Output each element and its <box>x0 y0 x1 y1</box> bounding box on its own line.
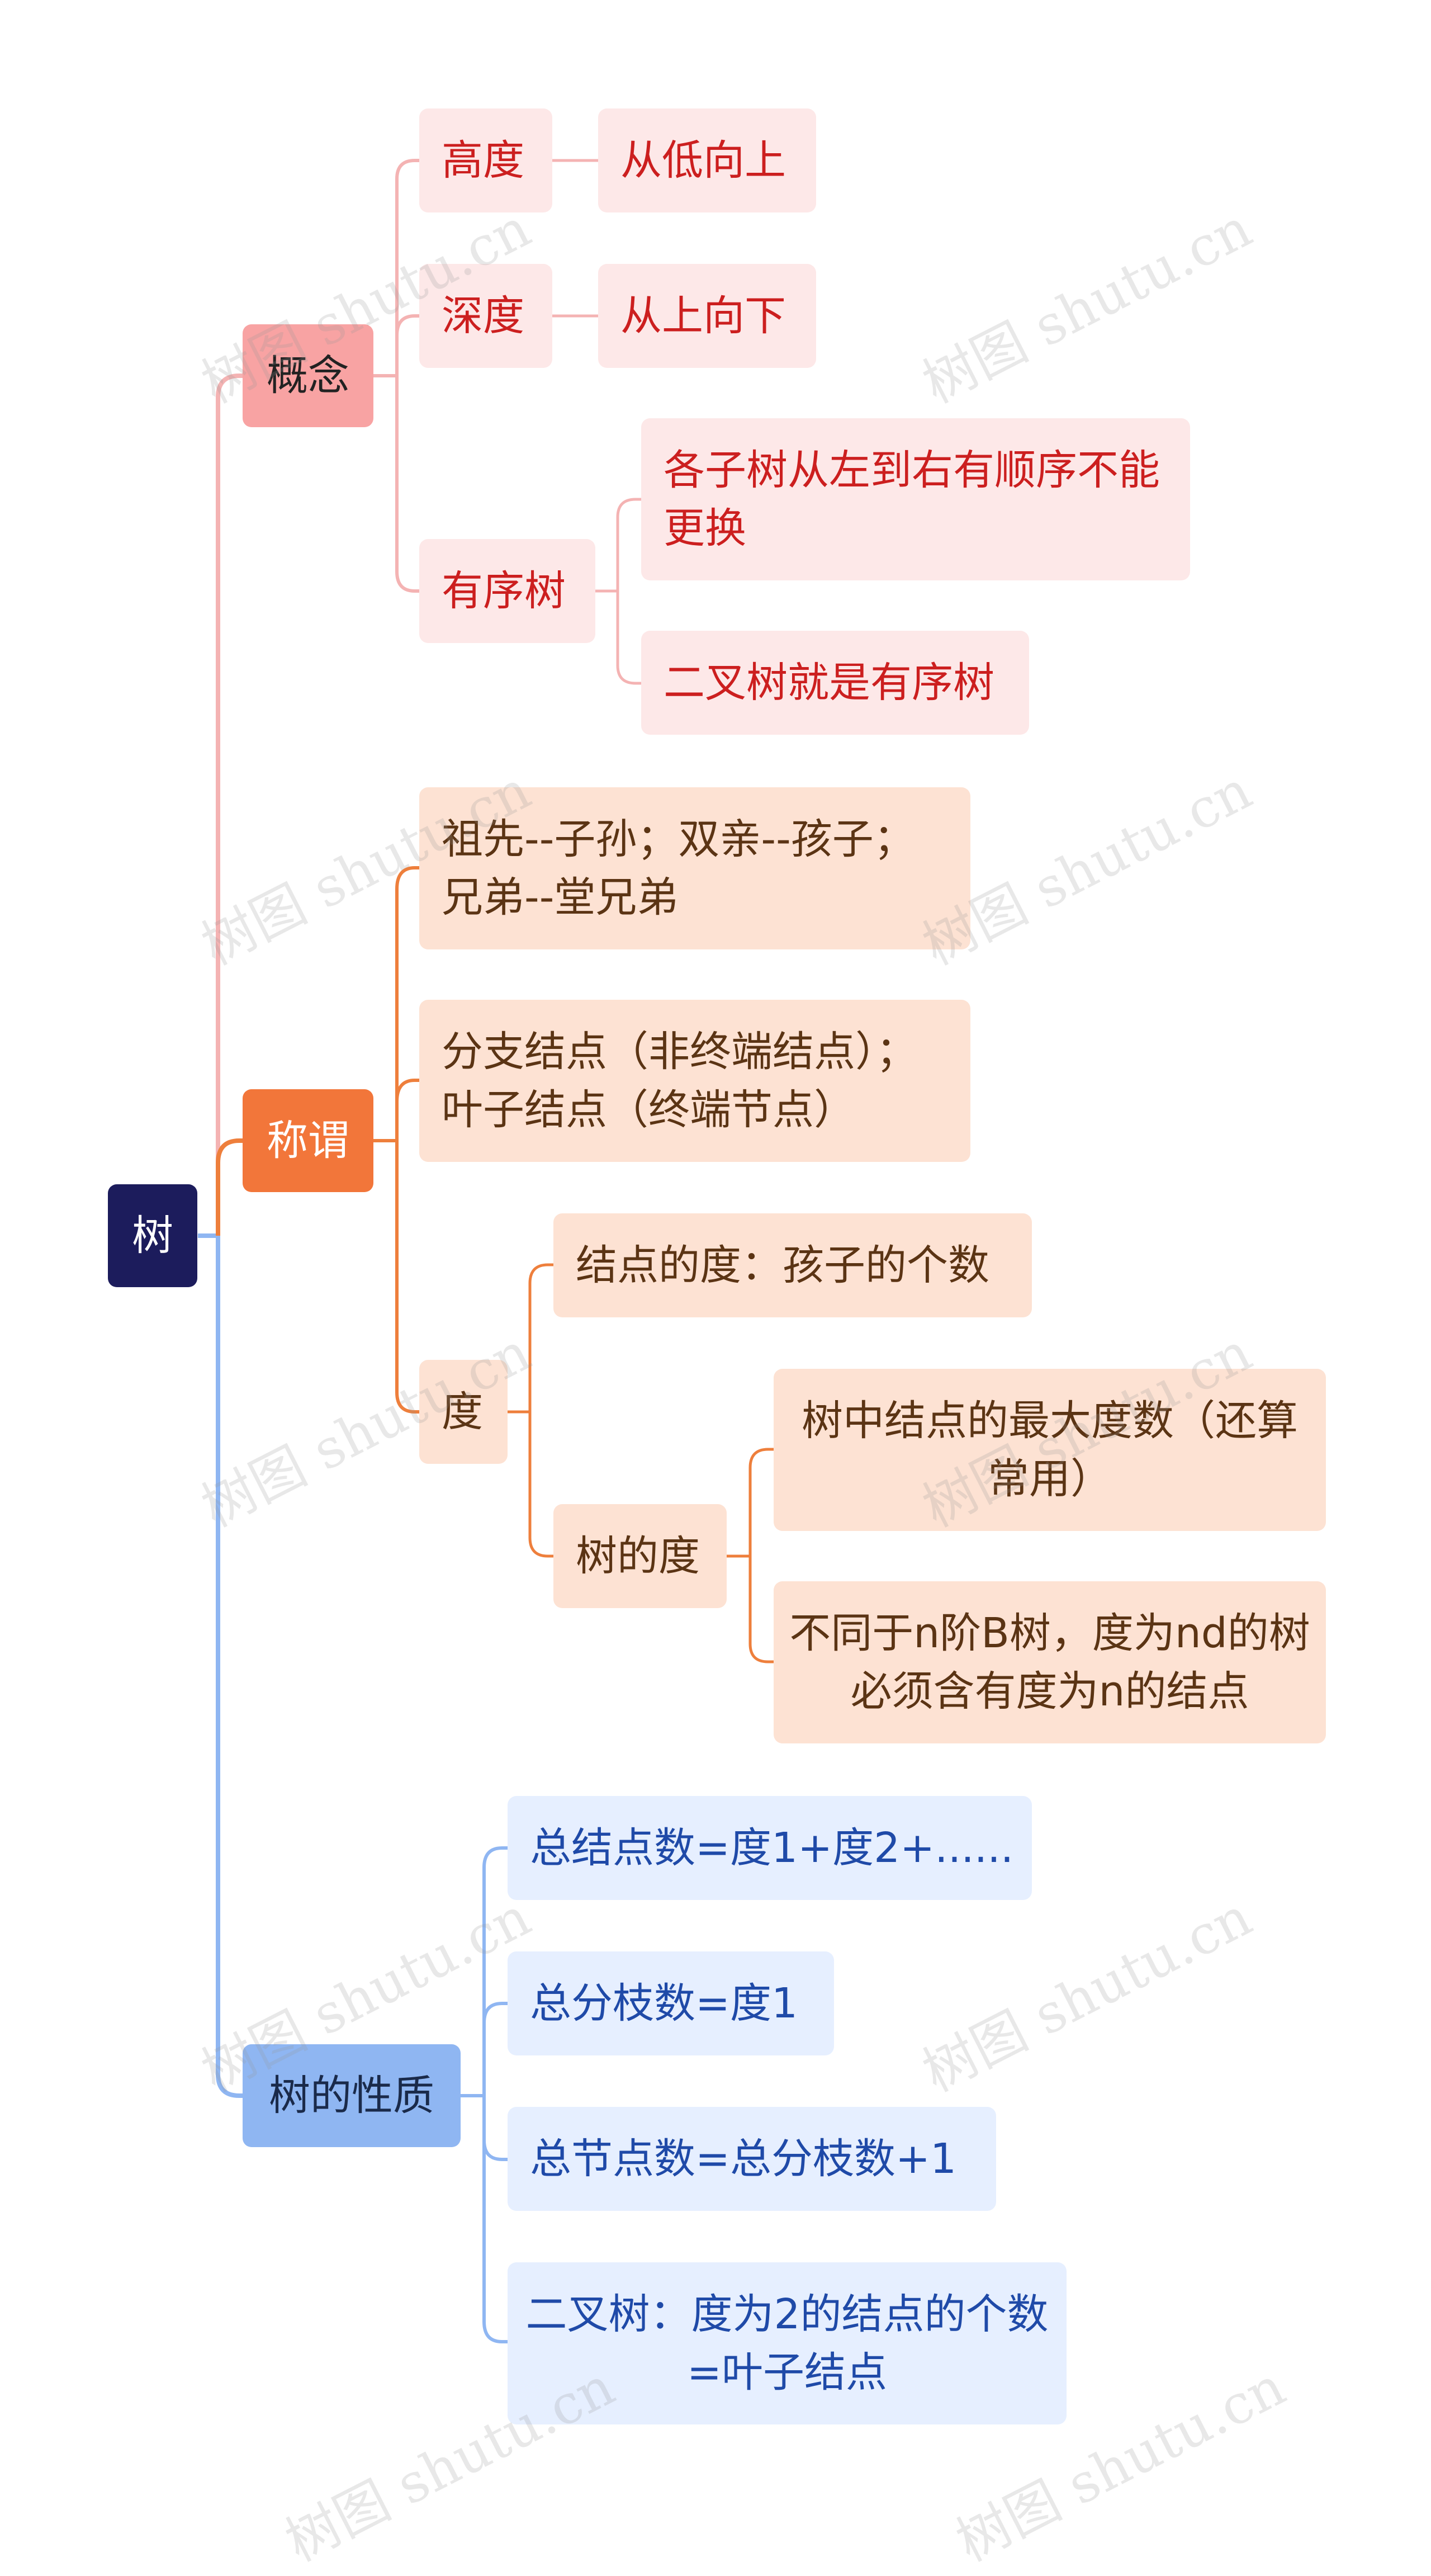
connector-prop-4 <box>482 2096 508 2343</box>
concept-depth-label: 深度 <box>442 292 524 340</box>
connector-terms-2 <box>395 1079 419 1141</box>
tree-degree[interactable]: 树的度 <box>553 1504 727 1608</box>
branch-properties-label: 树的性质 <box>269 2072 434 2120</box>
concept-height-label: 高度 <box>442 136 524 185</box>
root-label: 树 <box>132 1212 173 1260</box>
tree-degree-detail-1[interactable]: 树中结点的最大度数（还算常用） <box>774 1369 1326 1531</box>
branch-terms[interactable]: 称谓 <box>243 1089 373 1192</box>
branch-terms-label: 称谓 <box>267 1117 349 1165</box>
ordered-tree-detail-2-text: 二叉树就是有序树 <box>664 659 994 707</box>
property-item-2[interactable]: 总分枝数=度1 <box>508 1951 834 2055</box>
node-degree[interactable]: 结点的度：孩子的个数 <box>553 1213 1032 1317</box>
connector-ordered-1 <box>616 498 641 591</box>
terms-item-1[interactable]: 祖先--子孙；双亲--孩子；兄弟--堂兄弟 <box>419 787 970 949</box>
ordered-tree-detail-1-text: 各子树从左到右有顺序不能更换 <box>664 446 1160 552</box>
tree-degree-detail-2-text: 不同于n阶B树，度为nd的树必须含有度为n的结点 <box>789 1609 1310 1715</box>
concept-depth[interactable]: 深度 <box>419 264 552 368</box>
node-degree-text: 结点的度：孩子的个数 <box>576 1241 989 1289</box>
concept-depth-detail-label: 从上向下 <box>620 292 786 340</box>
connector-properties <box>216 1236 244 2098</box>
tree-degree-detail-1-text: 树中结点的最大度数（还算常用） <box>802 1397 1298 1503</box>
connector-ordered-tree <box>395 376 419 593</box>
tree-degree-detail-2[interactable]: 不同于n阶B树，度为nd的树必须含有度为n的结点 <box>774 1581 1326 1743</box>
property-item-2-text: 总分枝数=度1 <box>530 1979 798 2027</box>
ordered-tree-detail-2[interactable]: 二叉树就是有序树 <box>641 631 1029 735</box>
terms-item-2-text: 分支结点（非终端结点）；叶子结点（终端节点） <box>442 1028 917 1134</box>
concept-depth-detail[interactable]: 从上向下 <box>598 264 816 368</box>
terms-item-1-text: 祖先--子孙；双亲--孩子；兄弟--堂兄弟 <box>442 815 915 921</box>
root-node[interactable]: 树 <box>108 1184 197 1287</box>
connector-prop-3 <box>482 2096 508 2161</box>
property-item-3[interactable]: 总节点数=总分枝数+1 <box>508 2107 996 2211</box>
connector-terms <box>216 1138 244 1236</box>
connector-node-degree <box>528 1263 553 1412</box>
connector-degree <box>395 1141 419 1414</box>
connector-prop-2 <box>482 2002 508 2096</box>
property-item-1[interactable]: 总结点数=度1+度2+...... <box>508 1796 1032 1900</box>
property-item-4-text: 二叉树：度为2的结点的个数=叶子结点 <box>525 2290 1049 2397</box>
concept-height[interactable]: 高度 <box>419 108 552 212</box>
terms-degree[interactable]: 度 <box>419 1360 508 1464</box>
property-item-3-text: 总节点数=总分枝数+1 <box>530 2135 957 2183</box>
branch-concept[interactable]: 概念 <box>243 324 373 427</box>
property-item-1-text: 总结点数=度1+度2+...... <box>530 1824 1014 1872</box>
connector-tree-degree <box>528 1412 553 1558</box>
connector-tree-degree-1 <box>748 1448 774 1556</box>
property-item-4[interactable]: 二叉树：度为2的结点的个数=叶子结点 <box>508 2262 1067 2424</box>
ordered-tree-detail-1[interactable]: 各子树从左到右有顺序不能更换 <box>641 418 1190 580</box>
connector-ordered-2 <box>616 591 641 685</box>
concept-ordered-tree[interactable]: 有序树 <box>419 539 595 643</box>
tree-degree-label: 树的度 <box>576 1532 700 1580</box>
connector-height <box>395 159 419 376</box>
terms-item-2[interactable]: 分支结点（非终端结点）；叶子结点（终端节点） <box>419 1000 970 1162</box>
connector-terms-1 <box>395 866 419 1141</box>
connector-concept <box>216 374 244 1236</box>
branch-properties[interactable]: 树的性质 <box>243 2044 461 2147</box>
branch-concept-label: 概念 <box>267 352 349 400</box>
concept-height-detail-label: 从低向上 <box>620 136 786 185</box>
connector-depth <box>395 314 419 376</box>
connector-prop-1 <box>482 1846 508 2096</box>
concept-height-detail[interactable]: 从低向上 <box>598 108 816 212</box>
concept-ordered-tree-label: 有序树 <box>442 567 566 615</box>
terms-degree-label: 度 <box>442 1388 483 1436</box>
connector-tree-degree-2 <box>748 1556 774 1663</box>
